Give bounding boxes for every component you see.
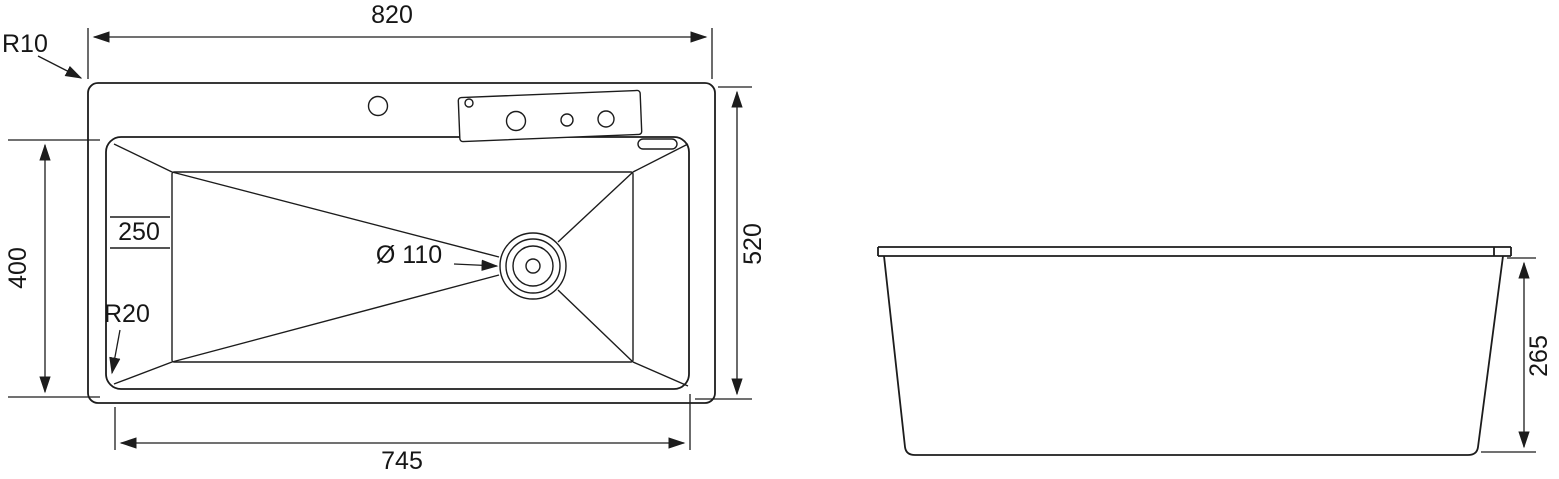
rim-radius-label: R10 [2,30,48,58]
faucet-plate [457,89,643,143]
dimension-overall-depth: 520 [695,86,767,400]
drain-slope-lines [171,171,634,363]
dimension-body-height: 265 [1481,257,1553,453]
overflow-slot [637,138,678,150]
ledge-width-label: 250 [118,218,160,246]
basin-width-label: 745 [381,447,423,475]
ledge-detail: 250 [110,216,170,249]
top-view: 250 820 R10 400 [2,1,767,475]
callout-rim-radius: R10 [2,30,83,79]
basin-corner-slopes [113,143,689,387]
overall-depth-label: 520 [739,223,767,265]
sink-rim-outline [87,82,716,404]
faucet-hole [367,95,389,117]
basin-floor-outline [171,171,634,363]
dimension-basin-height: 400 [4,139,100,398]
side-view: 265 [877,246,1553,456]
callout-basin-radius: R20 [104,300,150,375]
callout-drain-diameter: Ø 110 [376,241,499,271]
drain [499,232,567,300]
basin-outline [105,136,690,390]
overall-width-label: 820 [371,1,413,29]
drain-diameter-label: Ø 110 [376,241,442,269]
basin-radius-label: R20 [104,300,150,328]
basin-height-label: 400 [4,247,32,289]
side-rim [877,246,1512,257]
dimension-overall-width: 820 [87,1,713,79]
side-body-outline [883,255,1504,456]
dimension-basin-width: 745 [114,394,691,475]
body-height-label: 265 [1525,335,1553,377]
